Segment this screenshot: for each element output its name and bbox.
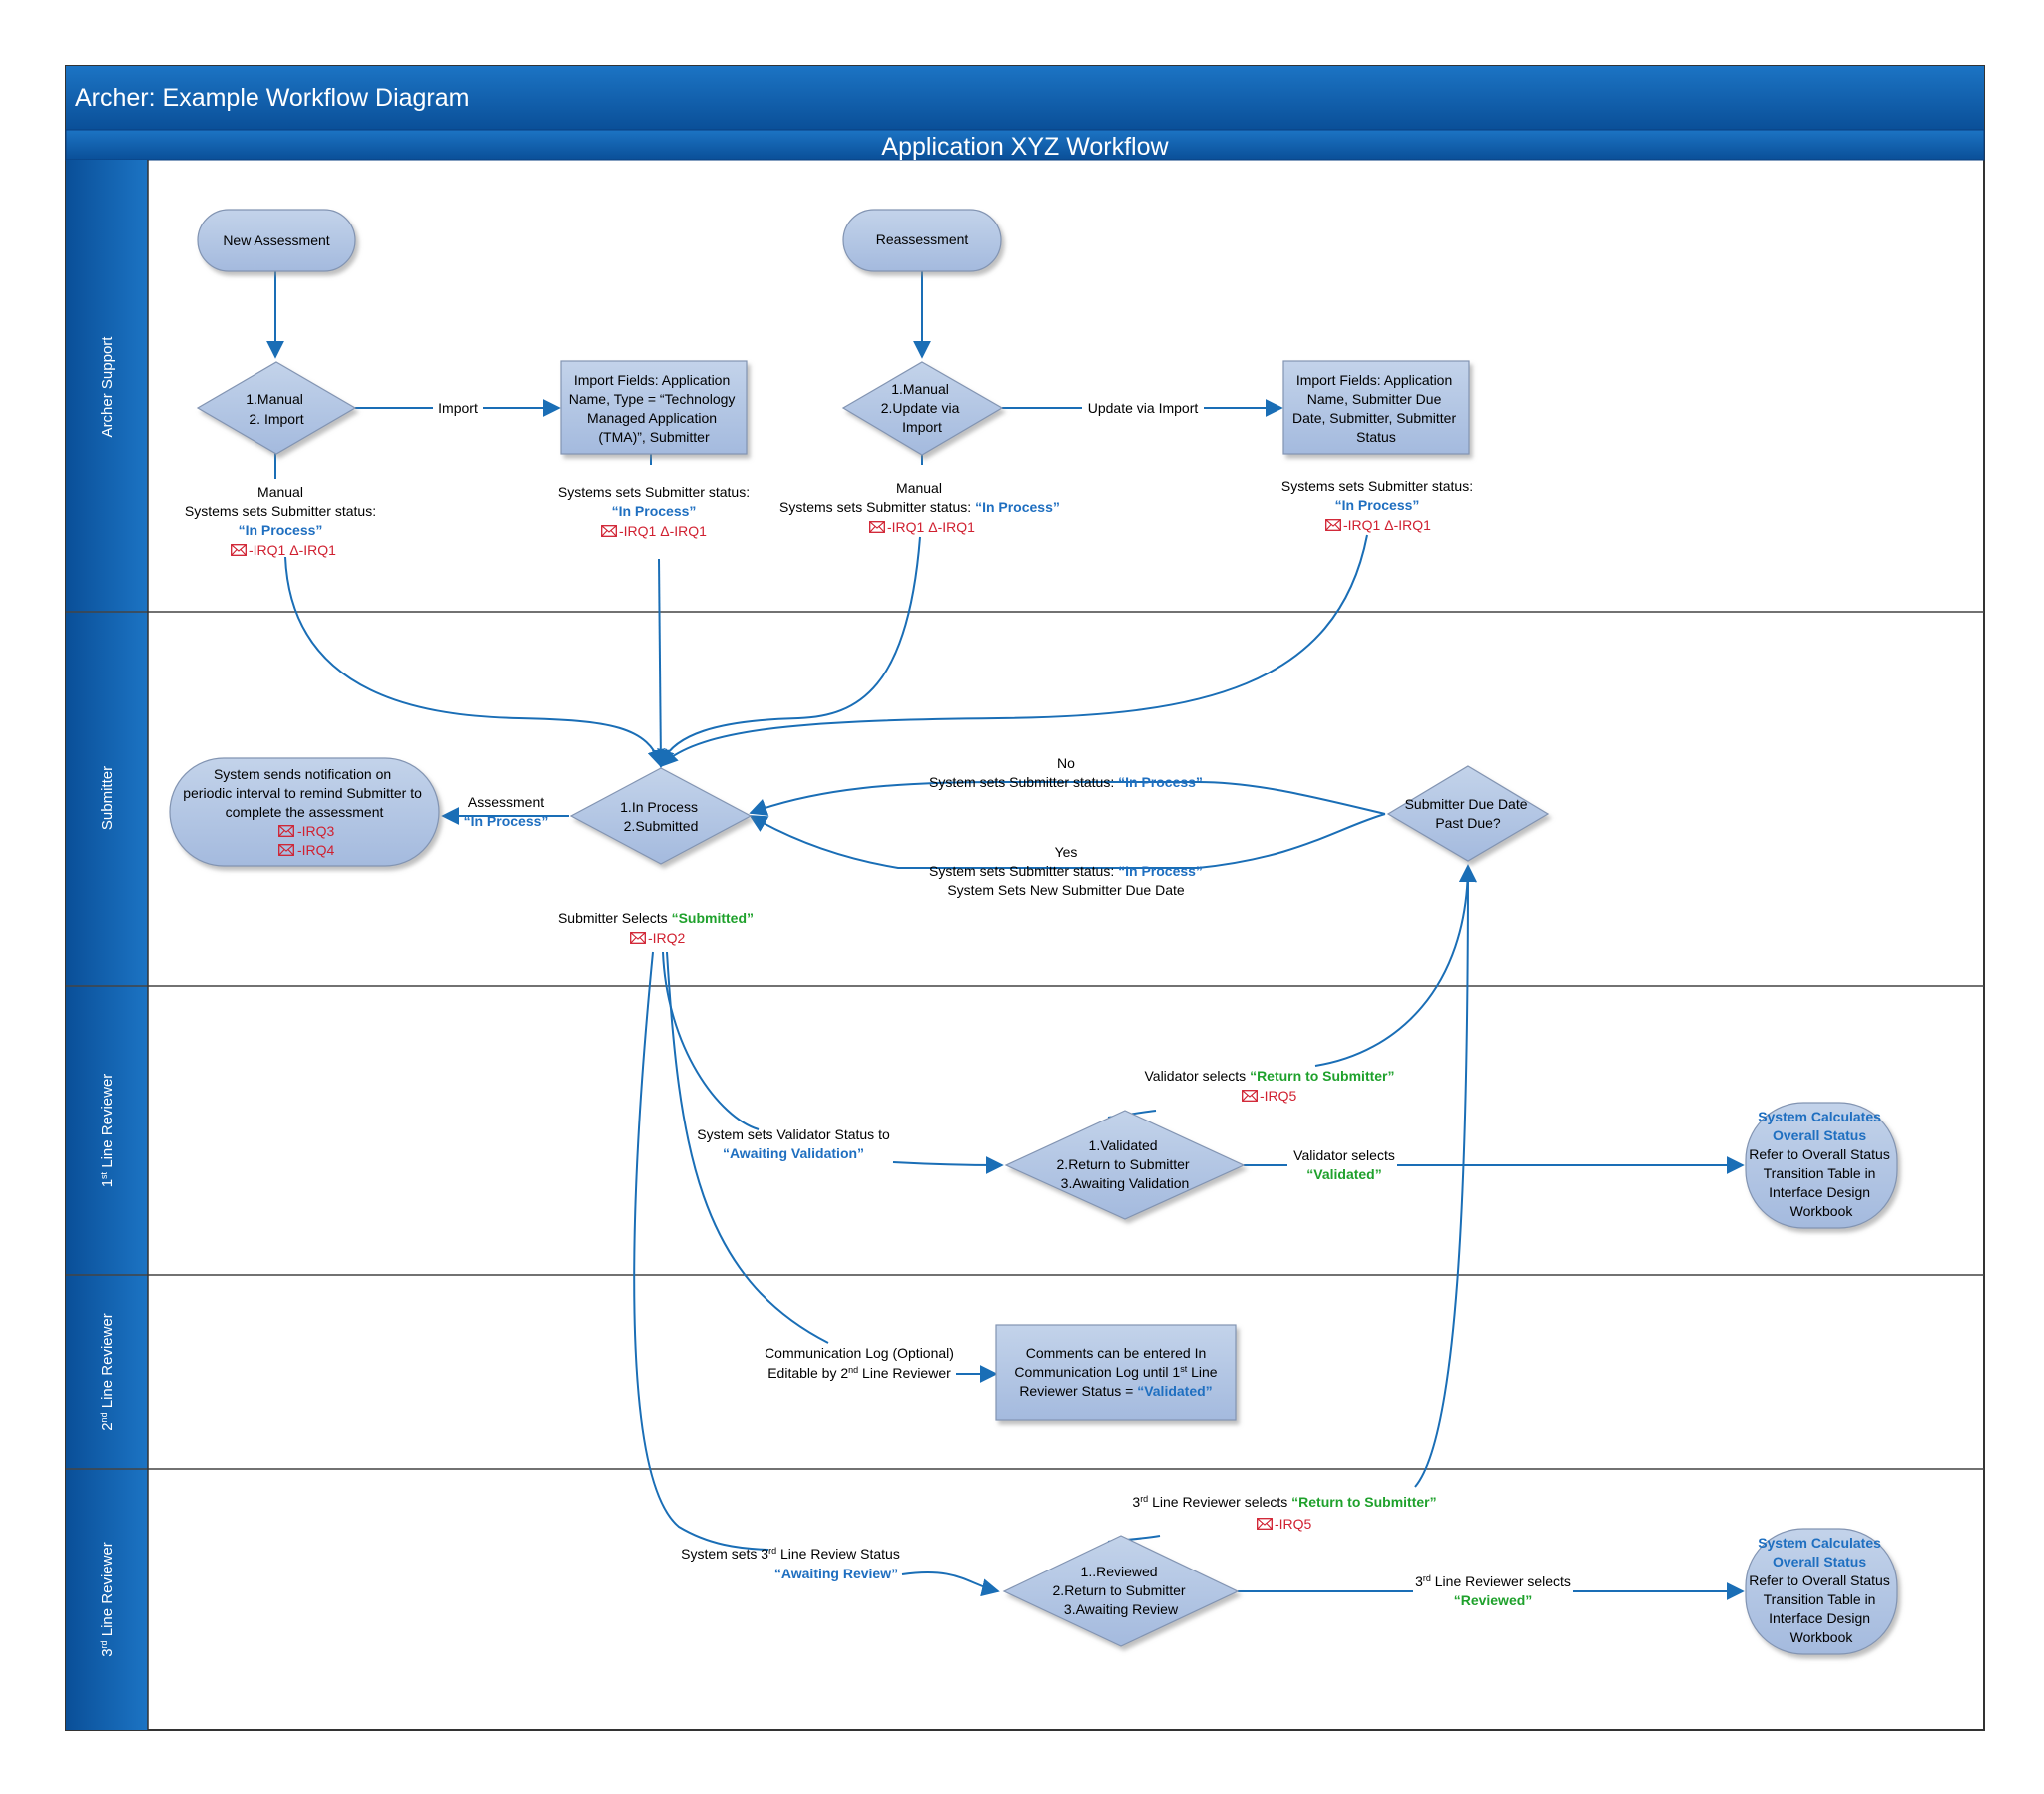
in-process-status: “In Process” <box>464 813 549 829</box>
irq2-label: -IRQ2 <box>648 930 686 946</box>
validated-status: “Validated” <box>1306 1166 1381 1182</box>
irq5-label: -IRQ5 <box>1275 1516 1312 1532</box>
yes-status-label: System sets Submitter status: “In Proces… <box>929 863 1203 879</box>
irq1-label: -IRQ1 Δ-IRQ1 <box>1343 517 1431 533</box>
irq1-label: -IRQ1 Δ-IRQ1 <box>249 542 336 558</box>
comments-line-1: Comments can be entered In <box>1026 1345 1207 1361</box>
system-sets-review-label: System sets 3rd Line Review Status <box>681 1546 900 1562</box>
diagram-frame <box>65 65 1985 1731</box>
lane-label-2nd-line-reviewer: 2nd Line Reviewer <box>99 1313 116 1431</box>
new-assessment-label: New Assessment <box>223 232 329 248</box>
irq1-label: -IRQ1 Δ-IRQ1 <box>887 519 975 535</box>
in-process-submitted-decision <box>569 767 753 865</box>
lane-label-archer-support: Archer Support <box>99 336 116 438</box>
comments-box <box>995 1324 1237 1421</box>
manual-label: Manual <box>896 480 942 496</box>
communication-log-label: Communication Log (Optional) <box>765 1345 954 1361</box>
manual-update-decision <box>841 361 1004 456</box>
manual-update-decision-text: 1.Manual 2.Update via Import <box>881 381 964 435</box>
in-process-status: “In Process” <box>239 522 323 538</box>
lane-label-3rd-line-reviewer: 3rd Line Reviewer <box>99 1542 116 1657</box>
system-calculates-text: System Calculates Overall Status Refer t… <box>1749 1535 1894 1645</box>
irq5-label: -IRQ5 <box>1260 1088 1297 1104</box>
in-process-submitted-text: 1.In Process 2.Submitted <box>620 799 702 834</box>
connector <box>284 556 665 768</box>
no-status-label: System sets Submitter status: “In Proces… <box>929 774 1203 790</box>
notification-terminal <box>169 757 440 867</box>
submitter-selects-label: Submitter Selects “Submitted” <box>558 910 754 926</box>
assessment-label: Assessment <box>468 794 544 810</box>
workflow-title: Application XYZ Workflow <box>881 133 1169 161</box>
manual-label: Manual <box>257 484 303 500</box>
in-process-status: “In Process” <box>1335 497 1420 513</box>
system-sets-validator-label: System sets Validator Status to <box>697 1126 890 1142</box>
manual-import-decision <box>196 361 357 455</box>
diagram-title: Archer: Example Workflow Diagram <box>75 84 469 112</box>
validation-decision <box>1004 1110 1246 1220</box>
system-calculates-terminal <box>1745 1528 1898 1655</box>
connector <box>892 1155 1004 1174</box>
system-sets-status-label: Systems sets Submitter status: <box>1281 478 1473 494</box>
import-fields-box <box>560 360 748 455</box>
validator-return-label: Validator selects “Return to Submitter” <box>1144 1068 1394 1084</box>
irq4-label: -IRQ4 <box>297 842 335 858</box>
validator-selects-label: Validator selects <box>1293 1147 1395 1163</box>
new-assessment-terminal <box>197 209 356 272</box>
comments-line-3: Reviewer Status = “Validated” <box>1019 1383 1212 1399</box>
connector <box>1414 864 1477 1488</box>
reassessment-label: Reassessment <box>876 231 969 247</box>
system-calculates-terminal <box>1745 1102 1898 1229</box>
l3-return-label: 3rd Line Reviewer selects “Return to Sub… <box>1132 1494 1436 1510</box>
import-fields-text: Import Fields: Application Name, Type = … <box>569 372 740 445</box>
connector <box>749 781 1386 816</box>
connector <box>657 536 921 768</box>
new-due-date-label: System Sets New Submitter Due Date <box>947 882 1185 898</box>
import-fields-text: Import Fields: Application Name, Submitt… <box>1292 372 1460 445</box>
review-decision <box>1002 1535 1240 1647</box>
connector <box>901 1570 1000 1597</box>
system-sets-status-label: Systems sets Submitter status: “In Proce… <box>779 499 1060 515</box>
connector <box>633 951 769 1551</box>
import-fields-box <box>1282 360 1470 455</box>
update-via-import-label: Update via Import <box>1088 400 1199 416</box>
connector <box>666 951 829 1344</box>
validation-text: 1.Validated 2.Return to Submitter 3.Awai… <box>1057 1137 1194 1191</box>
review-text: 1..Reviewed 2.Return to Submitter 3.Awai… <box>1053 1564 1190 1617</box>
system-sets-status-label: Systems sets Submitter status: <box>185 503 376 519</box>
irq3-label: -IRQ3 <box>297 823 335 839</box>
connector <box>749 813 1386 869</box>
system-sets-status-label: Systems sets Submitter status: <box>558 484 750 500</box>
manual-import-decision-text: 1.Manual 2. Import <box>246 391 306 427</box>
lane-label-1st-line-reviewer: 1st Line Reviewer <box>99 1074 116 1188</box>
notification-text: System sends notification on periodic in… <box>183 766 426 820</box>
reassessment-terminal <box>842 209 1002 272</box>
connector <box>1314 864 1477 1067</box>
import-label: Import <box>438 400 478 416</box>
title-bar <box>66 66 1984 130</box>
lane-label-submitter: Submitter <box>99 766 116 830</box>
due-date-decision <box>1386 765 1550 862</box>
connector <box>662 951 760 1130</box>
connector <box>651 558 670 768</box>
awaiting-review-status: “Awaiting Review” <box>774 1566 898 1581</box>
system-calculates-text: System Calculates Overall Status Refer t… <box>1749 1109 1894 1219</box>
connector <box>659 534 1368 768</box>
subtitle-bar <box>65 129 1985 161</box>
communication-log-editable-label: Editable by 2nd Line Reviewer <box>767 1365 951 1381</box>
comments-line-2: Communication Log until 1st Line <box>1014 1364 1217 1380</box>
due-date-text: Submitter Due Date Past Due? <box>1405 796 1532 831</box>
awaiting-validation-status: “Awaiting Validation” <box>723 1145 864 1161</box>
no-label: No <box>1057 755 1075 771</box>
reviewed-status: “Reviewed” <box>1454 1592 1533 1608</box>
irq1-label: -IRQ1 Δ-IRQ1 <box>619 523 707 539</box>
in-process-status: “In Process” <box>612 503 697 519</box>
l3-selects-label: 3rd Line Reviewer selects <box>1415 1573 1571 1589</box>
yes-label: Yes <box>1055 844 1078 860</box>
